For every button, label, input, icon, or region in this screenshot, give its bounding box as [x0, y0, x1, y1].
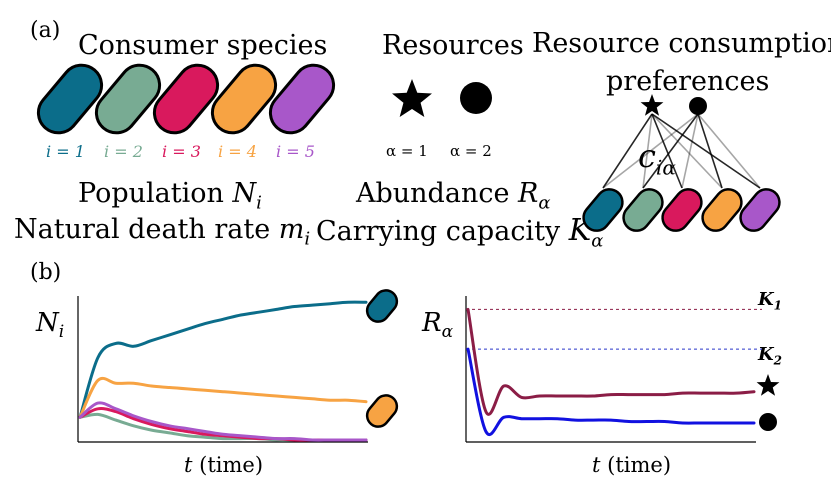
series-line: [466, 347, 756, 436]
left-chart-ylabel: Ni: [36, 308, 65, 343]
small-species-pill-body: [701, 188, 743, 232]
preference-link: [602, 113, 699, 189]
reference-label-k2: K2: [758, 344, 783, 368]
population-text: Population Ni: [78, 178, 262, 214]
resource-label: α = 2: [450, 142, 492, 160]
star-icon: [392, 79, 432, 117]
panel-a-label: (a): [30, 18, 61, 43]
small-species-pill-body: [622, 188, 664, 232]
species-pill: [152, 63, 220, 135]
preference-link: [697, 113, 723, 189]
preferences-title-line2: preferences: [606, 66, 770, 97]
circle-icon: [460, 82, 492, 114]
species-pill-body: [152, 63, 220, 135]
species-label: i = 4: [218, 142, 257, 161]
small-species-pill: [661, 188, 703, 232]
small-species-pill-body: [582, 188, 624, 232]
species-label: i = 3: [162, 142, 201, 161]
species-label: i = 5: [276, 142, 315, 161]
resource-label: α = 1: [386, 142, 428, 160]
preference-link: [651, 113, 683, 189]
preference-link: [651, 113, 761, 189]
species-pill-body: [210, 63, 278, 135]
species-pill-body: [94, 63, 162, 135]
carrying-capacity-text: Carrying capacity Kα: [316, 213, 604, 252]
small-species-pill: [739, 188, 781, 232]
panel-b-label: (b): [30, 260, 62, 285]
survivor-marker-body: [365, 289, 399, 323]
series-line: [78, 401, 368, 442]
abundance-text: Abundance Rα: [356, 178, 551, 214]
species-pill-body: [268, 63, 336, 135]
abundance-symbol: R: [518, 178, 539, 209]
circle-icon: [689, 97, 707, 115]
star-icon: [640, 94, 664, 116]
circle-icon: [759, 413, 777, 431]
species-pill: [36, 63, 104, 135]
series-line: [78, 376, 368, 419]
preference-link: [642, 113, 699, 189]
small-species-pill: [582, 188, 624, 232]
survivor-marker-body: [365, 394, 399, 428]
reference-label-k1: K1: [758, 289, 783, 313]
population-symbol: N: [232, 178, 257, 209]
small-species-pill: [622, 188, 664, 232]
species-label: i = 1: [46, 142, 85, 161]
preference-link: [642, 113, 653, 189]
preference-link: [651, 113, 723, 189]
species-pill: [94, 63, 162, 135]
right-chart-ylabel: Rα: [422, 308, 454, 343]
small-species-pill-body: [739, 188, 781, 232]
survivor-marker: [365, 394, 399, 428]
consumer-species-title: Consumer species: [78, 30, 328, 61]
series-line: [78, 300, 368, 419]
right-chart-xlabel: t (time): [592, 453, 672, 477]
species-pill: [268, 63, 336, 135]
death-rate-symbol: m: [278, 214, 305, 245]
preference-link: [681, 113, 699, 189]
preference-link: [602, 113, 653, 189]
small-species-pill-body: [661, 188, 703, 232]
left-chart-xlabel: t (time): [184, 453, 264, 477]
preferences-title-line1: Resource consumption: [532, 28, 831, 59]
death-rate-text: Natural death rate mi: [14, 214, 311, 250]
small-species-pill: [701, 188, 743, 232]
species-pill-body: [36, 63, 104, 135]
species-label: i = 2: [104, 142, 143, 161]
species-pill: [210, 63, 278, 135]
series-line: [466, 307, 756, 416]
survivor-marker: [365, 289, 399, 323]
star-icon: [756, 374, 780, 396]
preference-link: [697, 113, 761, 189]
resources-title: Resources: [382, 30, 524, 61]
